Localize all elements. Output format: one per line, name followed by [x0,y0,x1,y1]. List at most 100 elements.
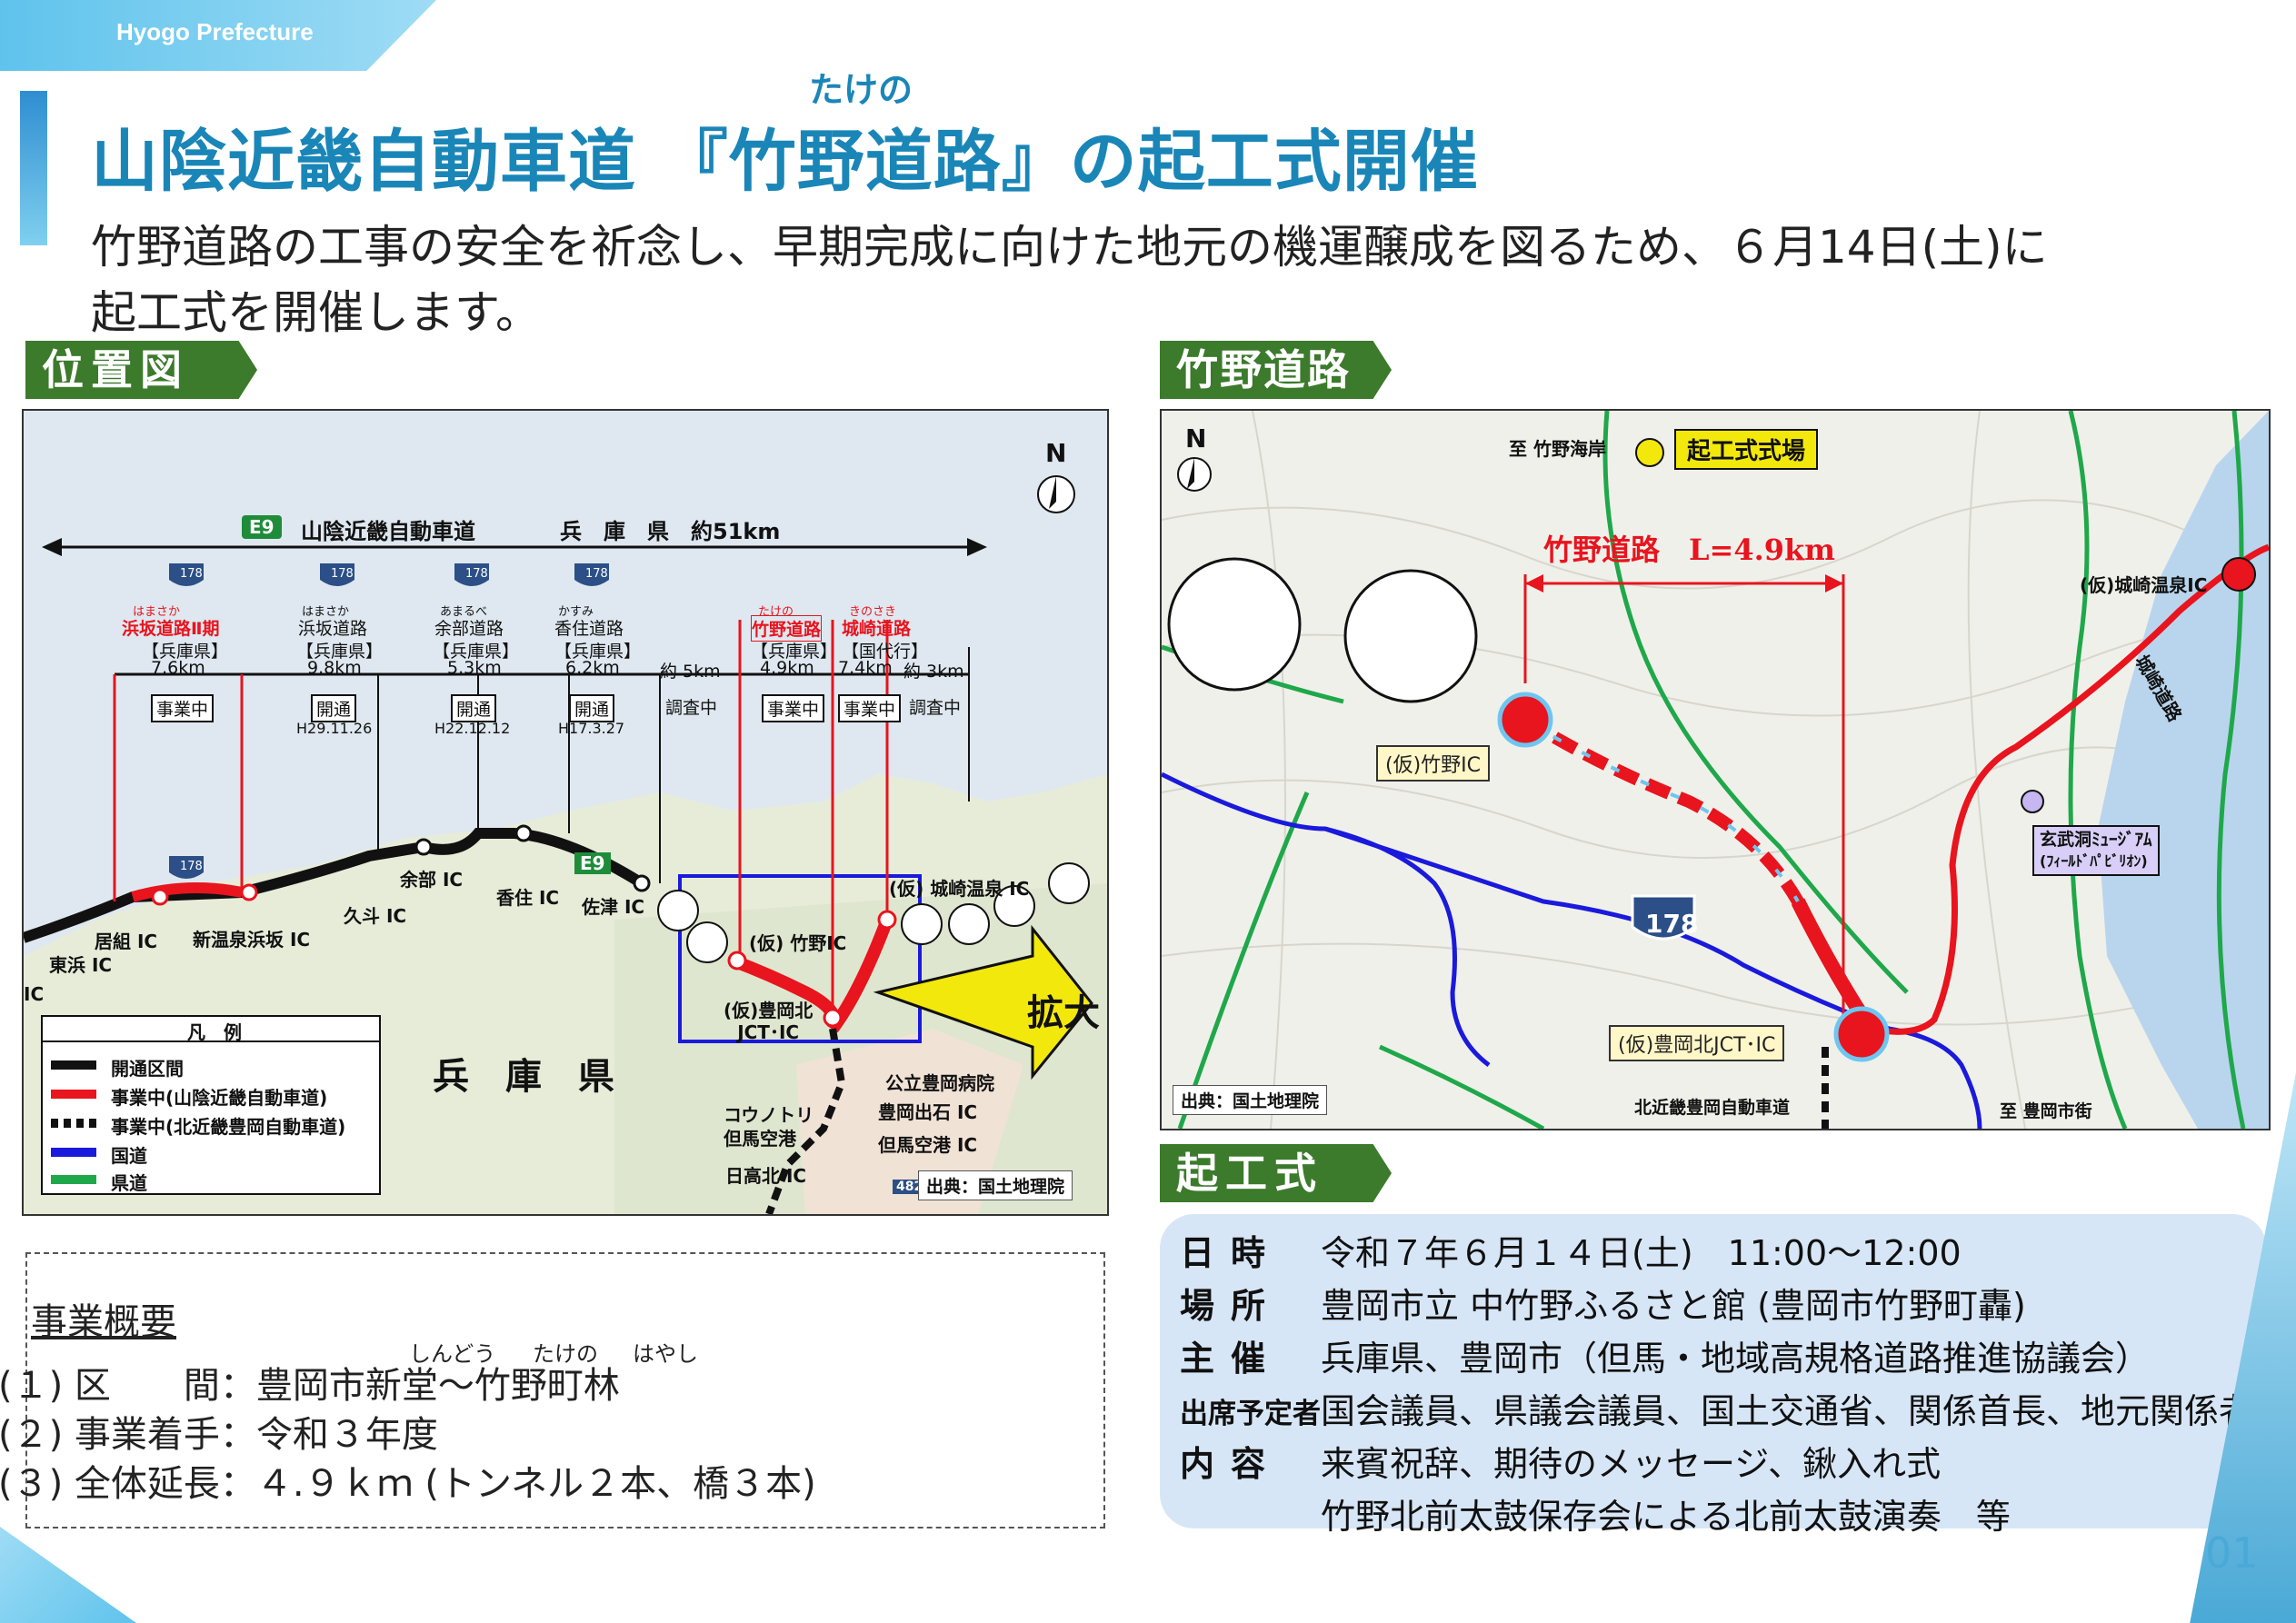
kitakinki-label: 北近畿豊岡自動車道 [1634,1098,1791,1118]
segment-status: 事業中 [838,694,902,722]
place-kounotori: コウノトリ 但馬空港 [724,1104,814,1150]
ceremony-row-content: 内容来賓祝辞、期待のメッセージ、鍬入れ式 [1180,1436,1941,1486]
summary-ruby-hayashi: はやし [633,1341,698,1367]
header-tag: Hyogo Prefecture [0,0,436,71]
segment-length: 7.4km [838,658,893,678]
place-ic: IC [24,983,45,1005]
ceremony-value: 来賓祝辞、期待のメッセージ、鍬入れ式 [1321,1444,1942,1484]
place-izushi: 豊岡出石 IC [878,1101,978,1123]
to-coast-label: 至 竹野海岸 [1509,438,1606,460]
ceremony-key: 出席予定者 [1180,1398,1321,1430]
summary-ruby-shindo: しんどう [409,1341,496,1367]
ceremony-value: 令和７年６月１４日(土) 11:00～12:00 [1321,1233,1962,1273]
summary-line-1: (１) 区 間：豊岡市新堂～竹野町林 [0,1365,620,1407]
legend-item: 開通区間 [111,1058,184,1080]
place-tohama: 東浜 IC [49,954,113,976]
route-badge-178: 178 [331,567,354,581]
segment-name: 浜坂道路 [298,619,368,639]
detail-map-source: 出典：国土地理院 [1173,1085,1328,1115]
museum-name: 玄武洞ﾐｭｰｼﾞｱﾑ [2040,830,2152,850]
section-ceremony: 起工式 [1160,1144,1392,1202]
segment-status: 調査中 [909,698,962,718]
route-badge-178: 178 [180,567,203,581]
lead-text-2: 起工式を開催します。 [91,286,541,339]
legend-item: 県道 [111,1172,147,1194]
segment-owner: 【兵庫県】 [751,642,838,662]
summary-ruby-takeno: たけの [533,1341,598,1367]
legend-title: 凡 例 [187,1021,242,1043]
to-toyooka-label: 至 豊岡市街 [2000,1101,2092,1121]
place-sazu: 佐津 IC [582,896,645,918]
ceremony-row-attendees: 出席予定者国会議員、県議会議員、国土交通省、関係首長、地元関係者等 [1180,1383,2288,1433]
segment-ruby: あまるべ [440,605,488,619]
segment-length: 9.8km [307,658,362,678]
legend-item: 国道 [111,1145,147,1167]
place-amarube: 余部 IC [400,869,464,891]
place-tajima-airport: 但馬空港 IC [878,1134,978,1156]
detail-map-graphics [1162,411,2269,1129]
place-igumi: 居組 IC [95,931,158,952]
segment-length: 4.9km [760,658,814,678]
project-summary: 事業概要 しんどう たけの はやし (１) 区 間：豊岡市新堂～竹野町林 (２)… [0,1252,1105,1528]
segment-status: 開通 [311,694,357,722]
segment-owner: 【兵庫県】 [296,642,384,662]
segment-owner: 【兵庫県】 [142,642,229,662]
place-shinonsen: 新温泉浜坂 IC [193,929,311,951]
zoom-label: 拡大 [1027,992,1100,1034]
place-takeno-ic: (仮) 竹野IC [749,932,847,954]
summary-line-3: (３) 全体延長：４.９ｋｍ (トンネル２本、橋３本) [0,1463,816,1505]
route-badge-178: 178 [180,860,203,873]
route-badges [169,563,609,879]
segment-name: 城崎道路 [842,619,912,639]
route-482-badge: 482 [893,1180,927,1194]
segment-ruby: きのさき [849,605,897,619]
segment-name: 竹野道路 [751,615,823,642]
title-ruby: たけの [809,70,913,110]
e9-shield: E9 [574,852,611,874]
section-location-map: 位置図 [25,341,257,399]
segment-date: H29.11.26 [296,720,373,737]
corner-decoration-left [0,1527,136,1623]
prefecture-tag-label: Hyogo Prefecture [116,18,314,45]
route-badge-178: 178 [585,567,608,581]
toyooka-kita-label: (仮)豊岡北JCT･IC [1609,1025,1785,1061]
ceremony-details: 日時令和７年６月１４日(土) 11:00～12:00 場所豊岡市立 中竹野ふるさ… [1160,1214,2288,1537]
summary-heading: 事業概要 [31,1301,176,1343]
section-takeno-road: 竹野道路 [1160,341,1392,399]
segment-owner: 【兵庫県】 [433,642,520,662]
segment-length: 約 5km [660,662,721,682]
ceremony-key: 内容 [1180,1444,1283,1484]
segment-name: 香住道路 [554,619,624,639]
page-title: 山陰近畿自動車道 『竹野道路』の起工式開催 [91,123,1479,201]
segment-name: 余部道路 [434,619,504,639]
ceremony-value: 国会議員、県議会議員、国土交通省、関係首長、地元関係者等 [1321,1391,2289,1431]
total-length-label: 兵 庫 県 約51km [560,519,781,544]
segment-length: 5.3km [447,658,502,678]
ceremony-value: 兵庫県、豊岡市（但馬・地域高規格道路推進協議会） [1321,1339,2151,1379]
segment-status: 開通 [451,694,497,722]
place-hidaka: 日高北 IC [725,1165,807,1187]
summary-line-2: (２) 事業着手：令和３年度 [0,1414,438,1456]
road-name-label: 山陰近畿自動車道 [301,519,475,544]
venue-label: 起工式式場 [1674,429,1819,470]
segment-ruby: はまさか [133,605,181,619]
ceremony-value: 竹野北前太鼓保存会による北前太鼓演奏 等 [1321,1497,2011,1537]
place-kuto: 久斗 IC [344,905,407,927]
prefecture-label: 兵 庫 県 [433,1056,614,1098]
segment-ruby: はまさか [302,605,350,619]
e9-badge: E9 [242,515,282,539]
location-map: E9 山陰近畿自動車道 兵 庫 県 約51km N 178 178 178 17… [22,409,1109,1216]
ceremony-row-datetime: 日時令和７年６月１４日(土) 11:00～12:00 [1180,1225,1962,1275]
title-accent-bar [20,91,47,245]
place-hospital: 公立豊岡病院 [885,1072,994,1094]
segment-date: H22.12.12 [434,720,511,737]
ceremony-row-content-2: 竹野北前太鼓保存会による北前太鼓演奏 等 [1180,1489,2011,1538]
route-badge-178: 178 [465,567,488,581]
detail-map: N 至 竹野海岸 起工式式場 竹野道路 L=4.9km (仮)竹野IC (仮)豊… [1160,409,2271,1130]
segment-length: 約 3km [903,662,964,682]
route-178-label: 178 [1645,909,1699,939]
kinosaki-ic-label: (仮)城崎温泉IC [2080,574,2208,596]
ceremony-key: 日時 [1180,1233,1283,1273]
legend-item: 事業中(北近畿豊岡自動車道) [111,1116,346,1138]
segment-name: 浜坂道路Ⅱ期 [122,619,220,639]
